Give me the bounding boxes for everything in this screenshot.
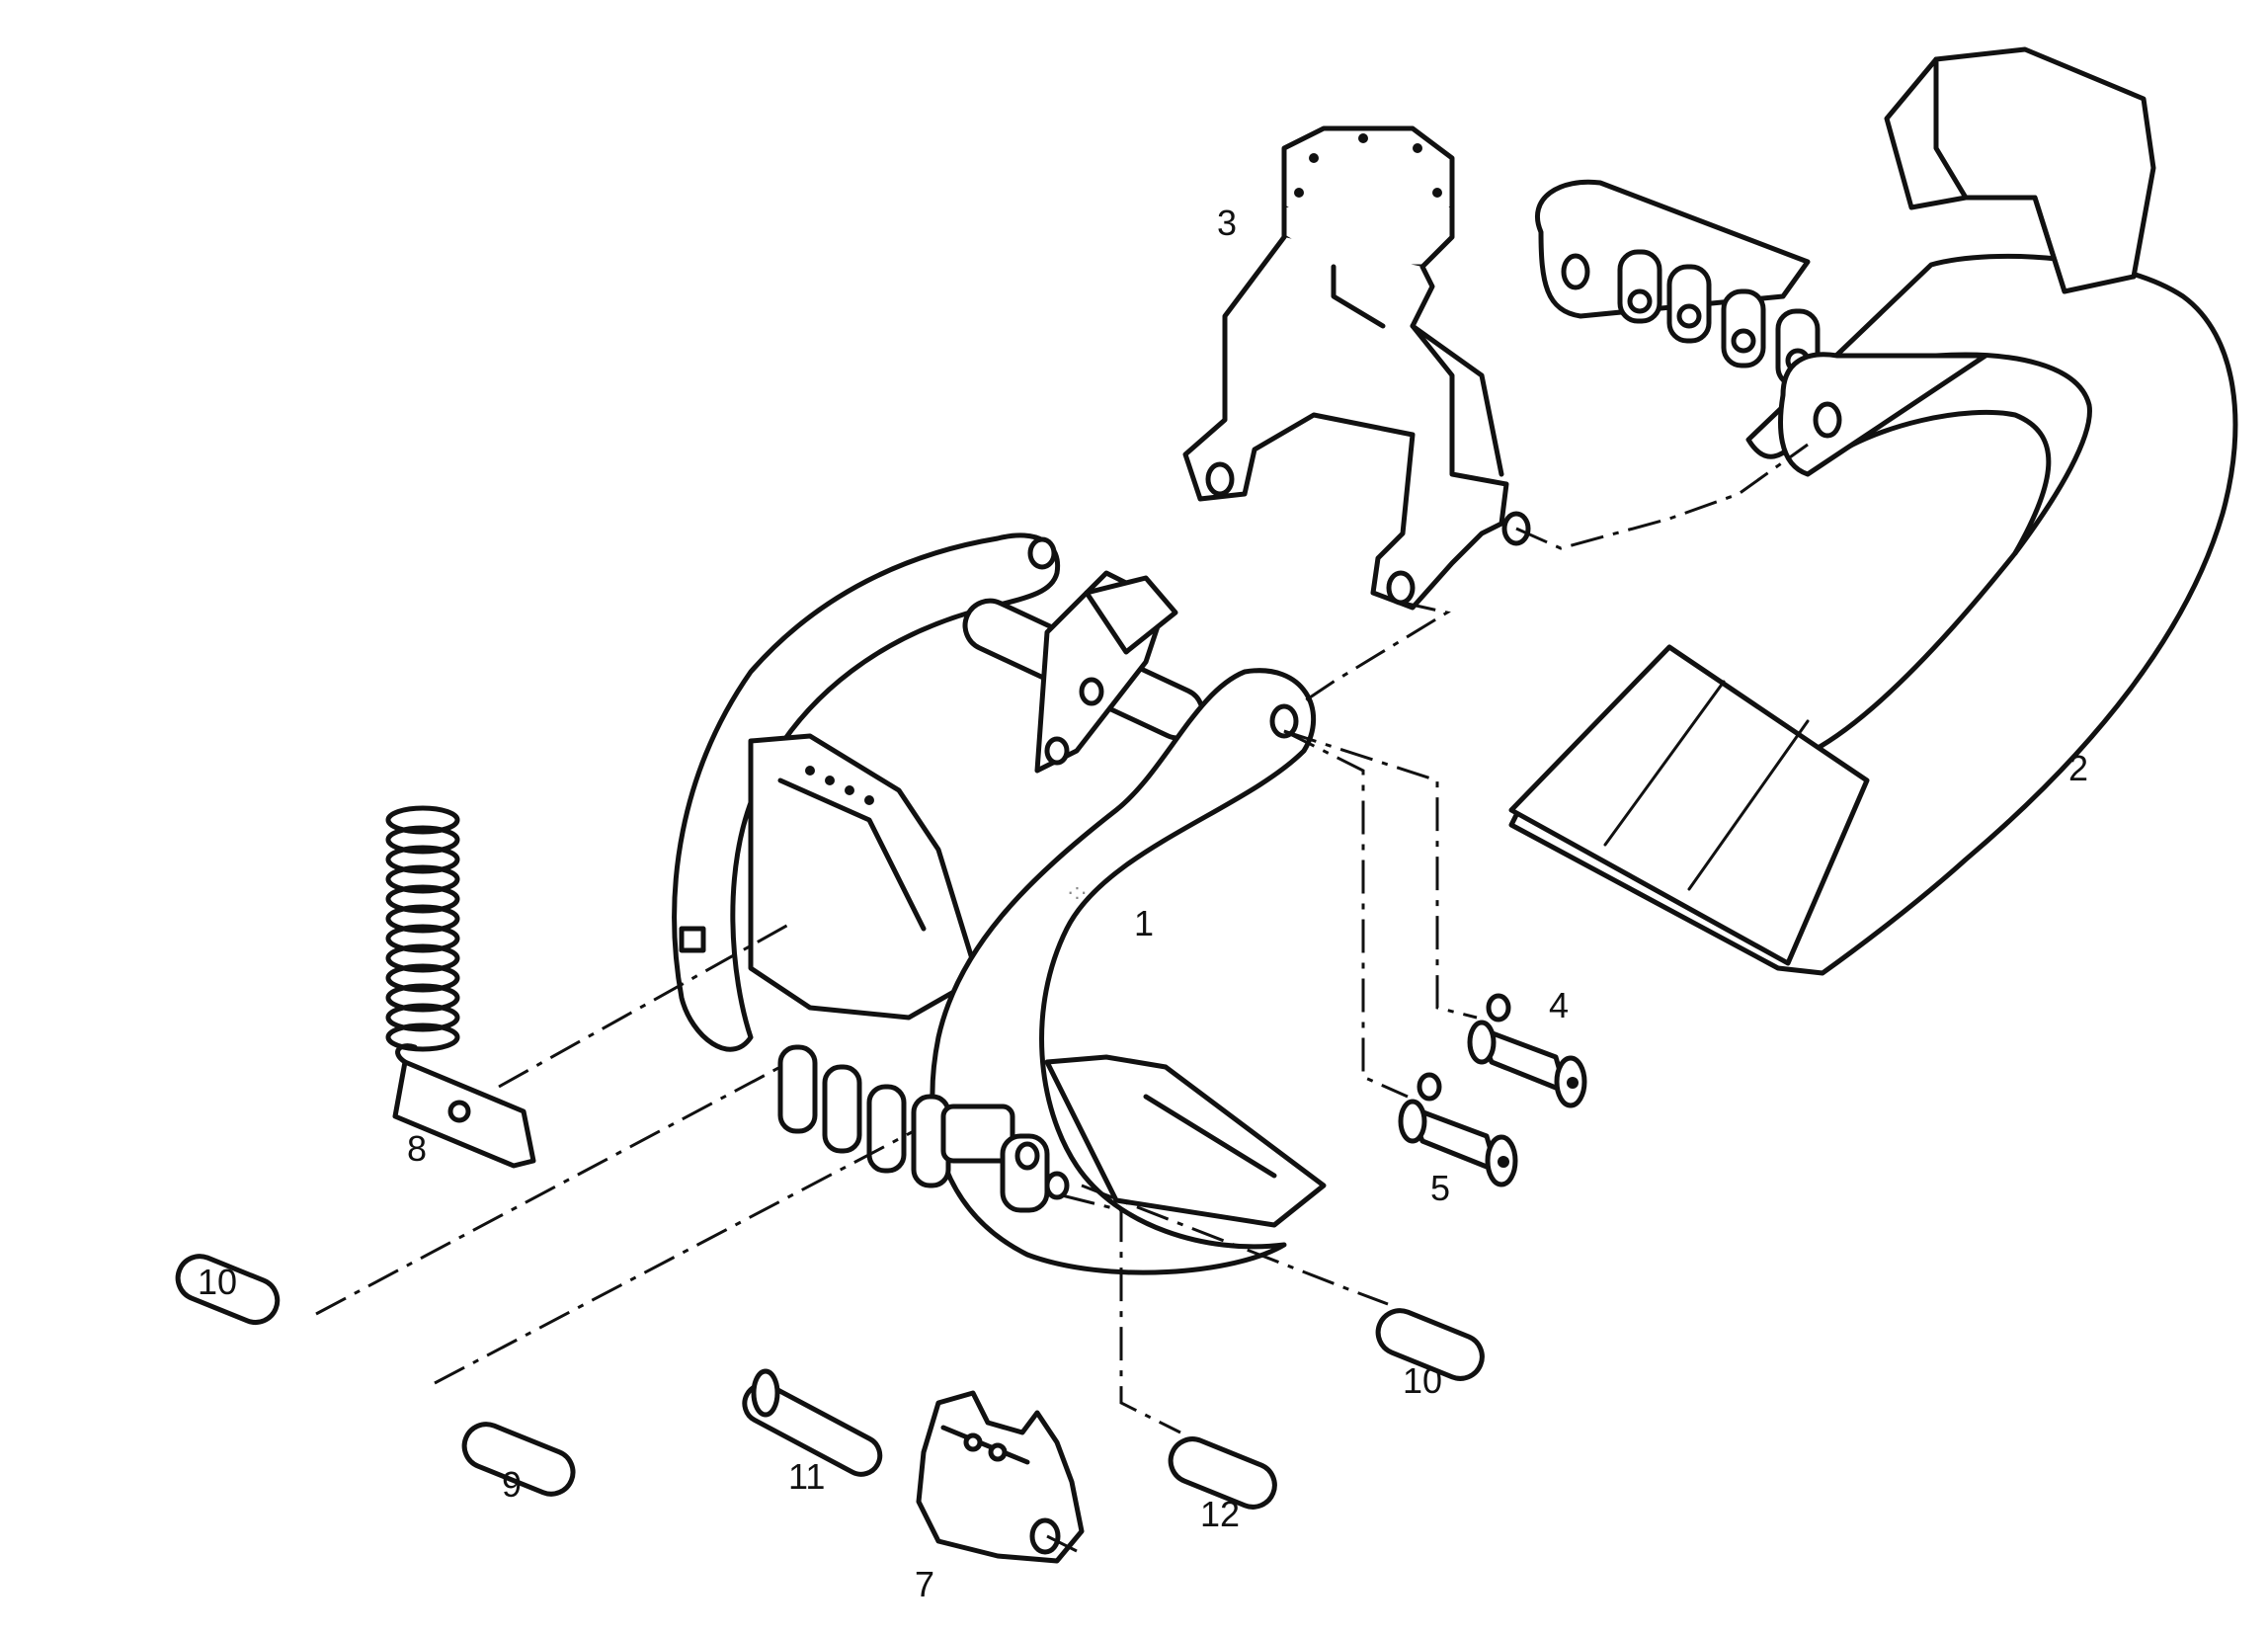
callout-labels: 1 2 3 4 5 7 8 9 10 10 11 12 — [198, 203, 2088, 1604]
part-4-pin — [1467, 993, 1587, 1108]
part-2-grapple-jaw — [1508, 46, 2238, 976]
callout-5: 5 — [1430, 1168, 1450, 1208]
callout-10-left: 10 — [198, 1262, 237, 1302]
part-1-grapple-jaw: ·:· — [672, 532, 1327, 1275]
part-5-pin — [1398, 1072, 1518, 1187]
part-10-pin-right — [1375, 1308, 1485, 1381]
callout-12: 12 — [1200, 1494, 1240, 1534]
assembly-lines — [315, 443, 1809, 1553]
part-10-pin-left — [175, 1254, 281, 1325]
part-9-pin — [461, 1422, 576, 1497]
callout-4: 4 — [1549, 985, 1569, 1025]
callout-9: 9 — [502, 1464, 522, 1505]
part-7-link-block — [916, 1390, 1085, 1564]
part-12-pin — [1168, 1436, 1277, 1510]
callout-1: 1 — [1134, 903, 1154, 943]
callout-2: 2 — [2068, 748, 2088, 788]
part-11-pin — [742, 1368, 883, 1477]
part-1-shade-mark: ·:· — [1067, 879, 1088, 904]
callout-8: 8 — [407, 1128, 427, 1169]
callout-10-right: 10 — [1403, 1360, 1442, 1401]
part-3-mount-bracket — [1182, 125, 1531, 611]
part-2-pivot-lugs — [1617, 249, 1821, 388]
part-8-spring — [385, 805, 536, 1169]
callout-3: 3 — [1217, 203, 1237, 243]
callout-7: 7 — [915, 1564, 934, 1604]
callout-11: 11 — [788, 1456, 825, 1497]
